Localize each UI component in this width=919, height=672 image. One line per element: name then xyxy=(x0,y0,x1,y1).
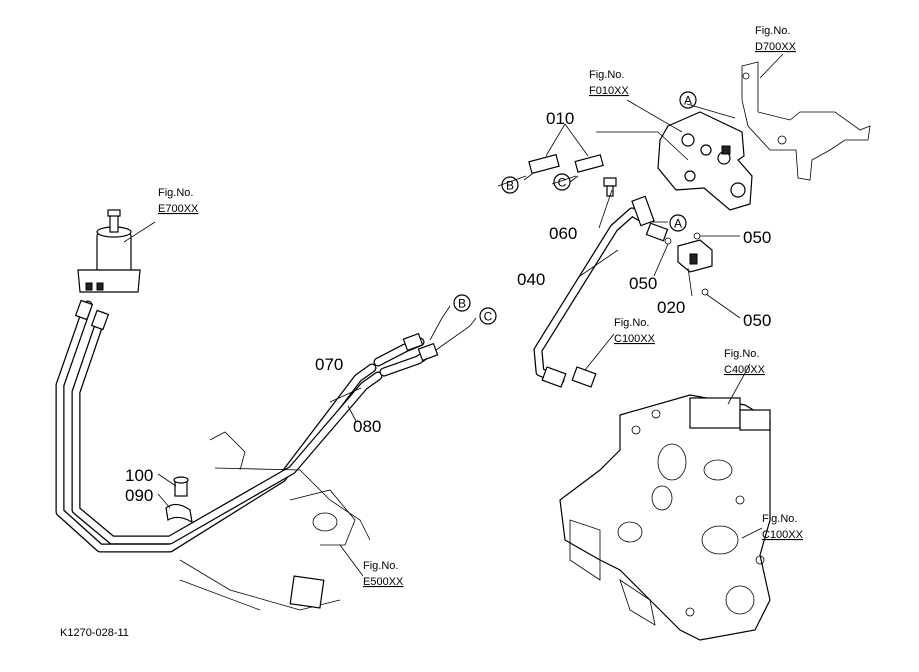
drawing-id: K1270-028-11 xyxy=(60,627,129,639)
part-no-080: 080 xyxy=(353,417,381,436)
svg-text:C100XX: C100XX xyxy=(614,333,656,345)
part-no-070: 070 xyxy=(315,355,343,374)
part-no-010: 010 xyxy=(546,109,574,128)
svg-text:B: B xyxy=(458,297,466,311)
part-no-020: 020 xyxy=(657,298,685,317)
connection-marks: A A B B C C xyxy=(453,91,697,325)
fig-ref-e700: Fig.No. E700XX xyxy=(158,187,199,215)
svg-text:Fig.No.: Fig.No. xyxy=(762,513,797,525)
svg-text:B: B xyxy=(506,179,514,193)
pipe-nuts xyxy=(74,299,439,362)
svg-text:Fig.No.: Fig.No. xyxy=(755,25,790,37)
fig-ref-c100-case: Fig.No. C100XX xyxy=(762,513,804,541)
part-no-090: 090 xyxy=(125,486,153,505)
mark-c-pipe: C xyxy=(479,307,497,325)
transmission-case xyxy=(559,394,771,641)
svg-text:E500XX: E500XX xyxy=(363,576,404,588)
svg-text:Fig.No.: Fig.No. xyxy=(614,317,649,329)
fig-ref-e500: Fig.No. E500XX xyxy=(363,560,404,588)
control-valve xyxy=(657,111,753,211)
connector-020 xyxy=(677,239,713,273)
mark-a-valve: A xyxy=(679,91,697,109)
svg-text:A: A xyxy=(684,94,692,108)
fig-ref-c400: Fig.No. C400XX xyxy=(724,348,766,376)
mark-a-pipe: A xyxy=(669,214,687,232)
bracket-d700 xyxy=(741,61,871,181)
svg-text:C: C xyxy=(558,176,567,190)
part-no-100: 100 xyxy=(125,466,153,485)
part-no-040: 040 xyxy=(517,270,545,289)
frame-outline xyxy=(179,431,371,611)
fig-ref-f010: Fig.No. F010XX xyxy=(589,69,629,97)
part-no-050-top: 050 xyxy=(743,228,771,247)
svg-text:Fig.No.: Fig.No. xyxy=(158,187,193,199)
svg-text:A: A xyxy=(674,217,682,231)
fig-ref-c100-pipe: Fig.No. C100XX xyxy=(614,317,656,345)
leader-lines xyxy=(123,53,784,577)
svg-text:E700XX: E700XX xyxy=(158,203,199,215)
clamp-090-bolt-100 xyxy=(165,476,193,524)
mark-b-valve: B xyxy=(501,176,519,194)
mark-c-valve: C xyxy=(553,173,571,191)
part-no-050-bottom: 050 xyxy=(743,311,771,330)
pipe-040 xyxy=(533,195,669,388)
svg-text:F010XX: F010XX xyxy=(589,85,629,97)
part-no-050-mid: 050 xyxy=(629,274,657,293)
bolt-060 xyxy=(603,177,617,197)
svg-text:Fig.No.: Fig.No. xyxy=(589,69,624,81)
svg-text:Fig.No.: Fig.No. xyxy=(363,560,398,572)
fittings-010 xyxy=(523,153,604,183)
hydraulic-cylinder xyxy=(77,209,141,293)
svg-text:D700XX: D700XX xyxy=(755,41,797,53)
part-numbers: 010 020 040 050 050 050 060 070 080 090 … xyxy=(125,109,771,505)
svg-text:C100XX: C100XX xyxy=(762,529,804,541)
svg-text:C400XX: C400XX xyxy=(724,364,766,376)
part-no-060: 060 xyxy=(549,224,577,243)
svg-text:C: C xyxy=(484,310,493,324)
fig-ref-d700: Fig.No. D700XX xyxy=(755,25,797,53)
svg-text:Fig.No.: Fig.No. xyxy=(724,348,759,360)
mark-b-pipe: B xyxy=(453,294,471,312)
